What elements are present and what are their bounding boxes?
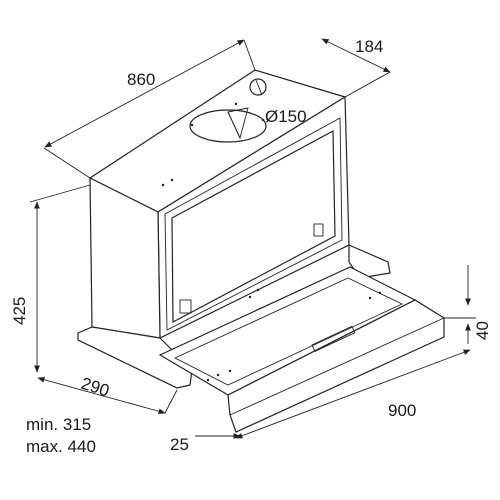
filter-frame (164, 117, 343, 331)
control-strip (311, 325, 356, 352)
filter-panel (171, 130, 336, 323)
filter-clip-left (179, 299, 192, 314)
extension-min-label: min. 315 (26, 415, 91, 434)
depth-side-label: 290 (79, 374, 112, 401)
depth-top-label: 184 (355, 37, 383, 56)
duct-diameter-label: Ø150 (265, 107, 307, 126)
width-top-label: 860 (127, 70, 155, 89)
extension-max-label: max. 440 (26, 437, 96, 456)
filter-clip-right (313, 223, 324, 237)
dimension-lines (29, 38, 476, 439)
visor-height-label: 40 (473, 321, 492, 340)
height-label: 425 (10, 297, 29, 325)
front-width-label: 900 (388, 401, 416, 420)
base-plate (77, 244, 391, 389)
front-offset-label: 25 (170, 435, 189, 454)
vent-knob (249, 78, 267, 96)
